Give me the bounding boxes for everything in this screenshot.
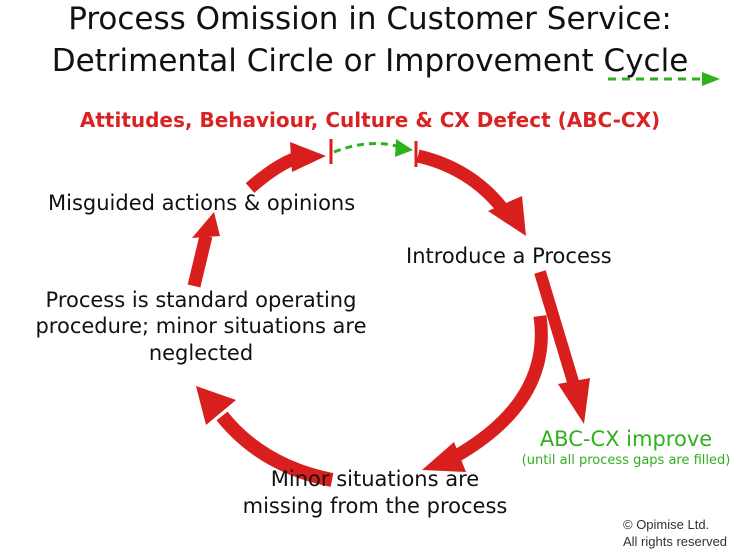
copyright-line-1: © Opimise Ltd. [623, 517, 710, 532]
stage-introduce-process: Introduce a Process [406, 244, 612, 268]
improve-label: ABC-CX improve [539, 427, 713, 451]
improve-note: (until all process gaps are filled) [521, 453, 731, 469]
green-dashed-connector [333, 139, 418, 167]
arrow-top-left [245, 139, 333, 193]
arrow-top-right [416, 149, 526, 236]
subtitle-abc-cx: Attitudes, Behaviour, Culture & CX Defec… [79, 108, 661, 132]
arrow-bottom-left [196, 386, 334, 487]
stage-misguided-actions: Misguided actions & opinions [48, 191, 356, 215]
arrow-left-up [187, 212, 220, 288]
title-green-arrow [608, 72, 720, 86]
title-line-1: Process Omission in Customer Service: [68, 1, 672, 37]
copyright-notice: © Opimise Ltd. All rights reserved [623, 517, 727, 551]
copyright-line-2: All rights reserved [623, 533, 728, 549]
stage-minor-situations: Minor situations are missing from the pr… [242, 467, 508, 518]
stage-abc-cx-improve: ABC-CX improve (until all process gaps a… [512, 426, 740, 470]
arrow-to-improve [534, 270, 590, 424]
arrow-right-down [422, 315, 548, 472]
stage-standard-procedure: Process is standard operating procedure;… [35, 288, 367, 365]
title-line-2: Detrimental Circle or Improvement Cycle [51, 43, 689, 79]
